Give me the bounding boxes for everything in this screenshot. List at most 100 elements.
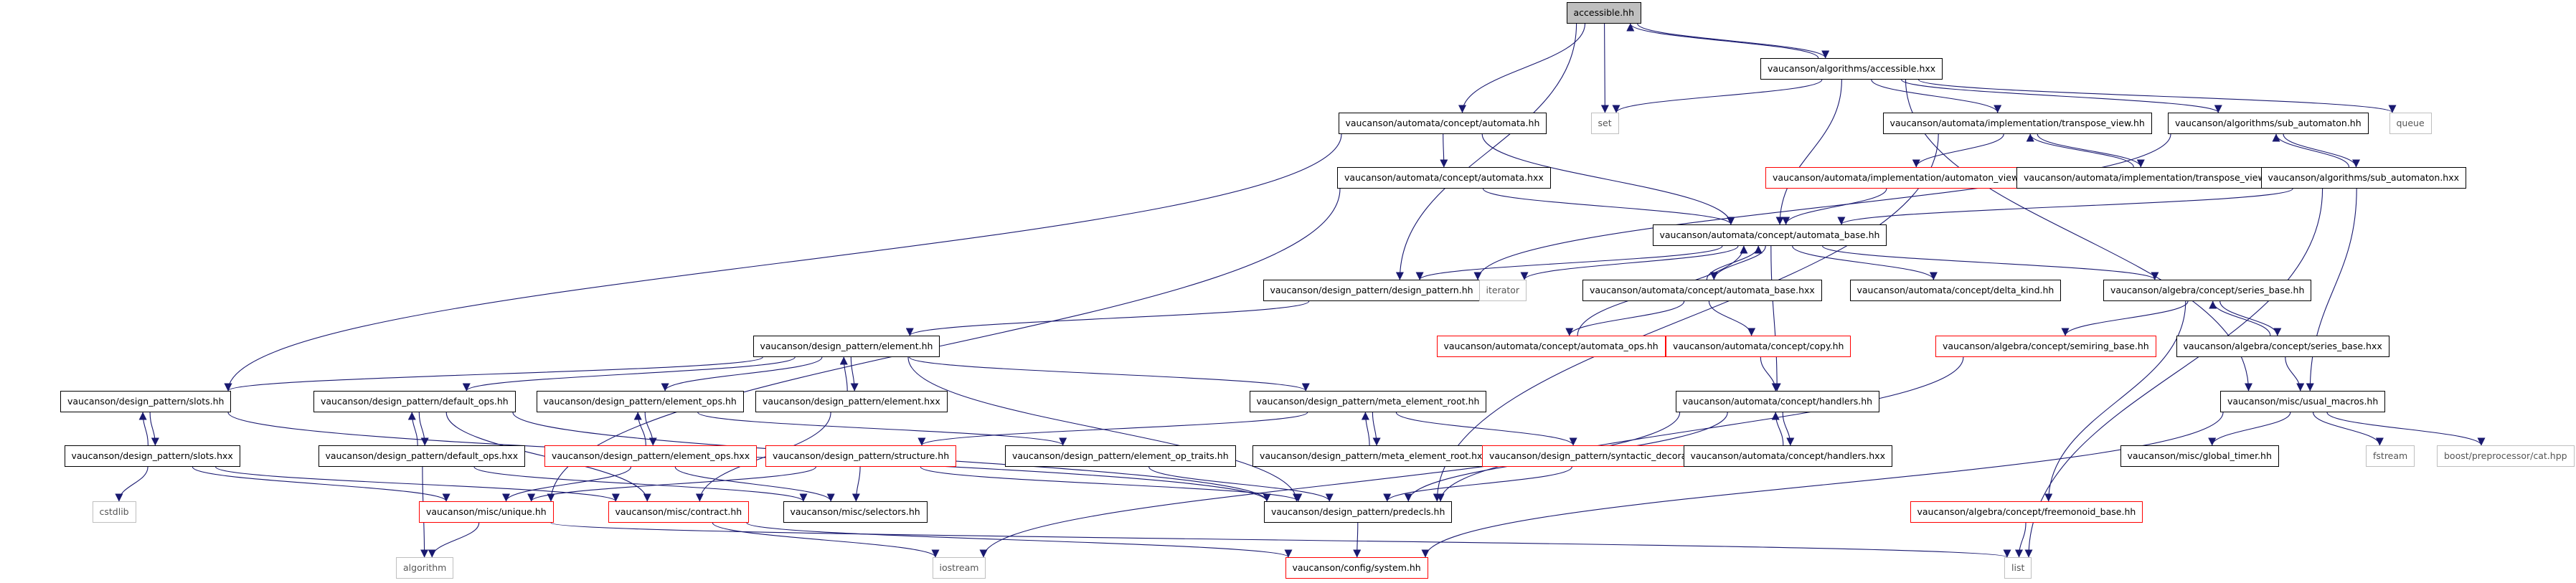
edge-automata-base-hh-to-design-pattern-hh: [1415, 245, 1723, 280]
edge-semiring-base-hh-to-predecls-hh: [1436, 356, 1964, 502]
edge-sub-automaton-hxx-to-usual-macros-hh: [2306, 188, 2357, 392]
edge-alg-accessible-hxx-to-automata-base-hh: [1775, 79, 1842, 225]
edge-predecls-hh-to-system-hh: [1353, 522, 1362, 558]
edge-structure-hh-to-unique-hh: [527, 466, 816, 502]
cstdlib-node: cstdlib: [92, 501, 136, 523]
series-base-hh-node[interactable]: vaucanson/algebra/concept/series_base.hh: [2103, 280, 2312, 301]
handlers-hxx-node[interactable]: vaucanson/automata/concept/handlers.hxx: [1683, 445, 1892, 467]
transpose-view-hh-node[interactable]: vaucanson/automata/implementation/transp…: [1882, 113, 2152, 134]
sub-automaton-hxx-node[interactable]: vaucanson/algorithms/sub_automaton.hxx: [2260, 167, 2467, 189]
edge-freemonoid-base-hh-to-list: [2015, 522, 2027, 558]
edge-alg-accessible-hxx-to-accessible-hh: [1626, 23, 1819, 59]
contract-hh-node[interactable]: vaucanson/misc/contract.hh: [608, 501, 750, 523]
syntactic-decorator-hh-node[interactable]: vaucanson/design_pattern/syntactic_decor…: [1482, 445, 1720, 467]
edge-sub-automaton-hh-to-design-pattern-hh: [1473, 133, 2171, 280]
edge-element-hxx-to-element-hh: [839, 356, 848, 392]
usual-macros-hh-node[interactable]: vaucanson/misc/usual_macros.hh: [2220, 391, 2386, 412]
edge-element-ops-hxx-to-selectors-hh: [674, 466, 835, 502]
edge-series-base-hh-to-freemonoid-base-hh: [2044, 300, 2186, 502]
semiring-base-hh-node[interactable]: vaucanson/algebra/concept/semiring_base.…: [1935, 336, 2156, 357]
design-pattern-hh-node[interactable]: vaucanson/design_pattern/design_pattern.…: [1263, 280, 1481, 301]
edge-meta-element-root-hh-to-meta-element-root-hxx: [1372, 412, 1381, 446]
element-hxx-node[interactable]: vaucanson/design_pattern/element.hxx: [755, 391, 948, 412]
element-op-traits-hh-node[interactable]: vaucanson/design_pattern/element_op_trai…: [1005, 445, 1236, 467]
edge-unique-hh-to-list: [550, 522, 2011, 558]
system-hh-node[interactable]: vaucanson/config/system.hh: [1285, 557, 1428, 579]
element-ops-hxx-node[interactable]: vaucanson/design_pattern/element_ops.hxx: [544, 445, 758, 467]
edge-concept-automata-hxx-to-unique-hh: [547, 188, 1341, 502]
predecls-hh-node[interactable]: vaucanson/design_pattern/predecls.hh: [1264, 501, 1453, 523]
edge-element-ops-hxx-to-unique-hh: [502, 466, 632, 502]
unique-hh-node[interactable]: vaucanson/misc/unique.hh: [419, 501, 554, 523]
edge-handlers-hh-to-iostream: [979, 412, 1681, 558]
structure-hh-node[interactable]: vaucanson/design_pattern/structure.hh: [765, 445, 957, 467]
delta-kind-hh-node[interactable]: vaucanson/automata/concept/delta_kind.hh: [1849, 280, 2062, 301]
edge-slots-hh-to-slots-hxx: [149, 412, 159, 446]
edge-slots-hxx-to-slots-hh: [138, 412, 148, 446]
slots-hxx-node[interactable]: vaucanson/design_pattern/slots.hxx: [64, 445, 240, 467]
edge-accessible-hh-to-alg-accessible-hxx: [1637, 23, 1830, 59]
edge-usual-macros-hh-to-cat-hpp: [2326, 412, 2486, 446]
edge-sub-automaton-hxx-to-sub-automaton-hh: [2272, 133, 2350, 168]
global-timer-hh-node[interactable]: vaucanson/misc/global_timer.hh: [2120, 445, 2279, 467]
edge-structure-hh-to-predecls-hh: [920, 466, 1303, 502]
edge-automata-base-hh-to-iterator: [1520, 245, 1739, 280]
edge-slots-hxx-to-cstdlib: [115, 466, 148, 502]
edge-alg-accessible-hxx-to-set: [1612, 79, 1823, 113]
edge-syntactic-decorator-hh-to-predecls-hh: [1383, 466, 1572, 502]
transpose-view-hxx-node[interactable]: vaucanson/automata/implementation/transp…: [2016, 167, 2291, 189]
freemonoid-base-hh-node[interactable]: vaucanson/algebra/concept/freemonoid_bas…: [1910, 501, 2143, 523]
edge-sub-automaton-hxx-to-list: [2024, 188, 2323, 558]
automata-ops-hh-node[interactable]: vaucanson/automata/concept/automata_ops.…: [1436, 336, 1666, 357]
sub-automaton-hh-node[interactable]: vaucanson/algorithms/sub_automaton.hh: [2168, 113, 2369, 134]
edge-default-ops-hh-to-default-ops-hxx: [418, 412, 429, 446]
concept-automata-hxx-node[interactable]: vaucanson/automata/concept/automata.hxx: [1337, 167, 1551, 189]
series-base-hxx-node[interactable]: vaucanson/algebra/concept/series_base.hx…: [2176, 336, 2389, 357]
edge-transpose-view-hh-to-automaton-view-hh: [1912, 133, 2004, 168]
edge-structure-hh-to-selectors-hh: [851, 466, 861, 502]
edge-meta-element-root-hxx-to-meta-element-root-hh: [1361, 412, 1370, 446]
default-ops-hxx-node[interactable]: vaucanson/design_pattern/default_ops.hxx: [318, 445, 526, 467]
edge-transpose-view-hxx-to-transpose-view-hh: [2026, 133, 2134, 168]
edge-design-pattern-hh-to-element-hh: [906, 300, 1310, 336]
iostream-node: iostream: [932, 557, 986, 579]
automata-base-hh-node[interactable]: vaucanson/automata/concept/automata_base…: [1652, 224, 1887, 246]
edge-accessible-hh-to-concept-automata-hh: [1458, 23, 1586, 113]
fstream-node: fstream: [2366, 445, 2415, 467]
edge-sub-automaton-hh-to-sub-automaton-hxx: [2283, 133, 2360, 168]
automaton-view-hh-node[interactable]: vaucanson/automata/implementation/automa…: [1765, 167, 2039, 189]
edge-handlers-hh-to-handlers-hxx: [1782, 412, 1795, 446]
edge-slots-hxx-to-unique-hh: [192, 466, 450, 502]
edge-usual-macros-hh-to-global-timer-hh: [2208, 412, 2291, 446]
element-ops-hh-node[interactable]: vaucanson/design_pattern/element_ops.hh: [536, 391, 744, 412]
edge-usual-macros-hh-to-fstream: [2313, 412, 2384, 446]
edge-usual-macros-hh-to-system-hh: [1421, 412, 2224, 558]
handlers-hh-node[interactable]: vaucanson/automata/concept/handlers.hh: [1675, 391, 1880, 412]
algorithm-node: algorithm: [396, 557, 454, 579]
edge-element-hh-to-element-ops-hh: [661, 356, 823, 392]
edge-automata-base-hxx-to-copy-hh: [1708, 300, 1756, 336]
edge-automata-base-hxx-to-automata-ops-hh: [1565, 300, 1685, 336]
automata-base-hxx-node[interactable]: vaucanson/automata/concept/automata_base…: [1582, 280, 1822, 301]
meta-element-root-hh-node[interactable]: vaucanson/design_pattern/meta_element_ro…: [1249, 391, 1487, 412]
edge-concept-automata-hxx-to-automata-base-hh: [1482, 188, 1735, 225]
edge-contract-hh-to-iostream: [712, 522, 940, 558]
edge-concept-automata-hh-to-concept-automata-hxx: [1440, 133, 1448, 168]
default-ops-hh-node[interactable]: vaucanson/design_pattern/default_ops.hh: [313, 391, 516, 412]
edge-series-base-hh-to-semiring-base-hh: [2061, 300, 2189, 336]
edge-accessible-hh-to-design-pattern-hh: [1395, 23, 1577, 280]
element-hh-node[interactable]: vaucanson/design_pattern/element.hh: [752, 336, 940, 357]
edge-meta-element-root-hh-to-syntactic-decorator-hh: [1395, 412, 1577, 446]
algorithms-accessible-hxx-node[interactable]: vaucanson/algorithms/accessible.hxx: [1760, 58, 1943, 80]
copy-hh-node[interactable]: vaucanson/automata/concept/copy.hh: [1666, 336, 1851, 357]
edge-element-ops-hh-to-element-ops-hxx: [644, 412, 657, 446]
slots-hh-node[interactable]: vaucanson/design_pattern/slots.hh: [60, 391, 232, 412]
meta-element-root-hxx-node[interactable]: vaucanson/design_pattern/meta_element_ro…: [1252, 445, 1495, 467]
selectors-hh-node[interactable]: vaucanson/misc/selectors.hh: [783, 501, 928, 523]
edge-copy-hh-to-handlers-hh: [1760, 356, 1780, 392]
dependency-edges: [115, 23, 2486, 558]
concept-automata-hh-node[interactable]: vaucanson/automata/concept/automata.hh: [1338, 113, 1547, 134]
edge-element-ops-hxx-to-element-ops-hh: [633, 412, 646, 446]
edge-element-hh-to-meta-element-root-hh: [909, 356, 1310, 392]
